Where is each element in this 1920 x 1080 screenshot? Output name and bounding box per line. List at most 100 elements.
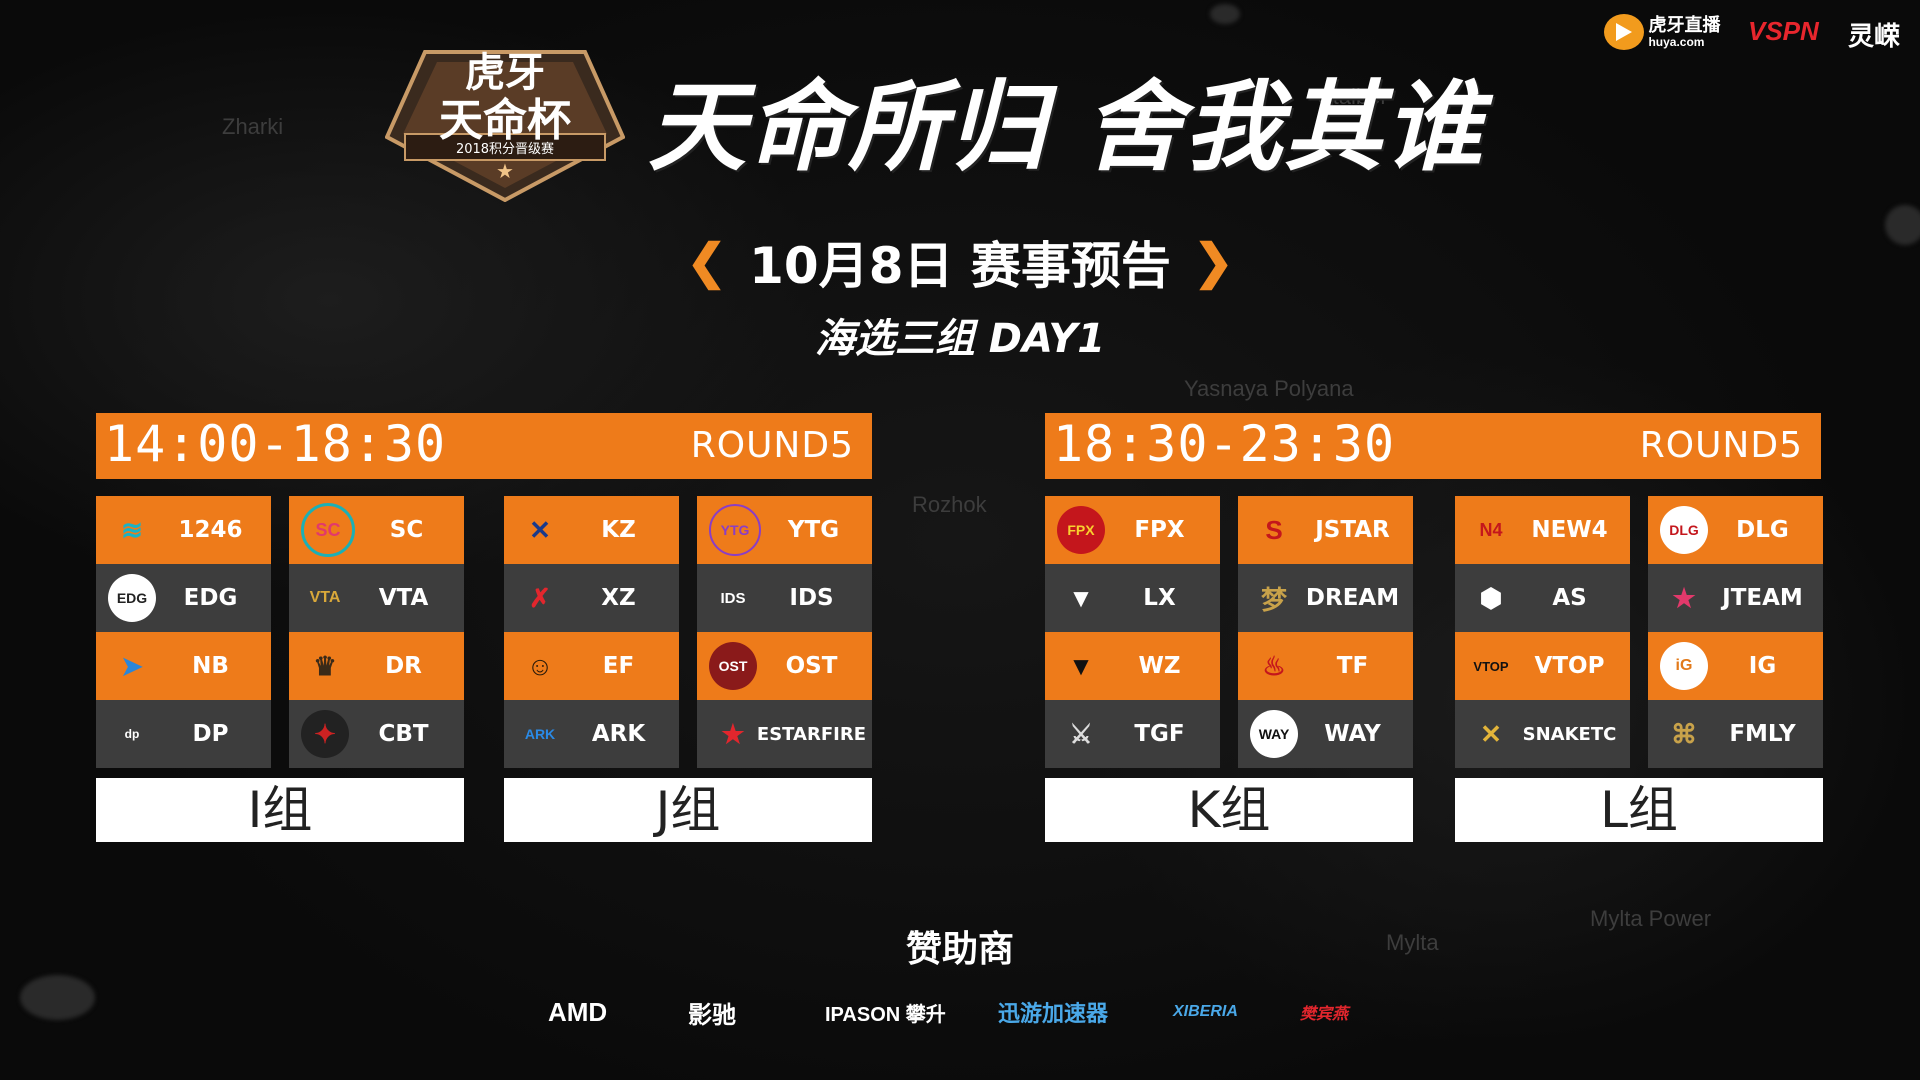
team-cell: ⌘FMLY <box>1648 700 1823 768</box>
estarfire-logo-icon: ★ <box>721 718 745 749</box>
logo-line1: 虎牙 <box>465 50 545 96</box>
team-name: IG <box>1748 653 1777 679</box>
ipason-logo: IPASON 攀升 <box>825 1003 946 1026</box>
team-cell: dp DP <box>96 700 271 768</box>
ytg-logo-icon: YTG <box>709 504 761 556</box>
xunyou-logo: 迅游加速器 <box>998 1001 1109 1026</box>
team-cell: SC SC <box>289 496 464 564</box>
wz-logo-icon: ▼ <box>1068 650 1094 681</box>
team-name: FMLY <box>1729 721 1796 747</box>
team-name: 1246 <box>178 517 243 543</box>
group-name: I组 <box>96 778 464 842</box>
team-name: IDS <box>789 585 834 611</box>
dp-logo-icon: dp <box>124 727 140 741</box>
team-name: VTA <box>378 585 429 611</box>
team-cell: ARK ARK <box>504 700 679 768</box>
team-name: LX <box>1143 585 1176 611</box>
chevron-right-icon: ❯ <box>1193 236 1234 289</box>
chevron-left-icon: ❮ <box>686 236 727 289</box>
tf-logo-icon: ♨ <box>1262 650 1286 681</box>
team-name: NB <box>192 653 229 679</box>
session-2: 18:30-23:30 ROUND5 <box>1045 413 1821 479</box>
team-name: AS <box>1552 585 1587 611</box>
session-time-bar: 18:30-23:30 ROUND5 <box>1045 413 1821 479</box>
debris-decoration <box>1210 4 1240 24</box>
team-column: ✕ KZ ✗XZ ☺EF ARK ARK <box>504 496 679 768</box>
vtop-logo-icon: VTOP <box>1473 658 1509 674</box>
lx-logo-icon: ▼ <box>1068 582 1094 613</box>
debris-decoration <box>20 975 95 1020</box>
team-cell: ➤ NB <box>96 632 271 700</box>
team-cell: WAY WAY <box>1238 700 1413 768</box>
new4-logo-icon: N4 <box>1479 519 1503 540</box>
session-time: 18:30-23:30 <box>1053 415 1396 473</box>
session-round: ROUND5 <box>690 425 854 466</box>
tgf-logo-icon: ⚔ <box>1069 718 1093 749</box>
sc-logo-icon: SC <box>301 503 355 557</box>
team-cell: ✕SNAKETC <box>1455 700 1630 768</box>
kz-logo-icon: ✕ <box>529 514 551 545</box>
team-name: CBT <box>378 721 429 747</box>
1246-logo-icon: ≋ <box>121 514 143 545</box>
map-label-mylta: Mylta <box>1386 930 1439 955</box>
team-cell: ♛DR <box>289 632 464 700</box>
team-name: VTOP <box>1534 653 1605 679</box>
team-name: DP <box>192 721 229 747</box>
team-name: WAY <box>1324 721 1381 747</box>
xiberia-logo: XIBERIA <box>1173 1003 1238 1020</box>
huya-brand-name: 虎牙直播 <box>1648 15 1721 35</box>
team-cell: ★ESTARFIRE <box>697 700 872 768</box>
team-name: KZ <box>601 517 636 543</box>
team-name: EDG <box>183 585 238 611</box>
xz-logo-icon: ✗ <box>529 582 551 613</box>
logo-line2: 天命杯 <box>439 95 571 146</box>
sponsors-title: 赞助商 <box>905 929 1014 970</box>
team-name: SNAKETC <box>1522 723 1617 745</box>
team-cell: YTG YTG <box>697 496 872 564</box>
team-cell: ☺EF <box>504 632 679 700</box>
team-name: WZ <box>1138 653 1181 679</box>
ark-logo-icon: ARK <box>524 726 556 742</box>
team-name: DLG <box>1736 517 1789 543</box>
session-round: ROUND5 <box>1639 425 1803 466</box>
team-name: OST <box>785 653 838 679</box>
svg-text:★: ★ <box>496 161 514 183</box>
session-1: 14:00-18:30 ROUND5 <box>96 413 872 479</box>
sponsor-6-logo: 樊宾燕 <box>1300 1006 1349 1023</box>
map-label-zharki: Zharki <box>222 114 284 139</box>
team-cell: ▼ WZ <box>1045 632 1220 700</box>
team-name: ARK <box>591 721 646 747</box>
team-name: DREAM <box>1305 585 1400 611</box>
team-cell: ✦CBT <box>289 700 464 768</box>
team-name: TGF <box>1134 721 1185 747</box>
way-logo-icon: WAY <box>1250 710 1298 758</box>
team-name: DR <box>385 653 422 679</box>
vspn-logo: VSPN <box>1748 16 1819 46</box>
map-label-rozhok: Rozhok <box>912 492 987 517</box>
team-name: YTG <box>787 517 840 543</box>
team-cell: ≋ 1246 <box>96 496 271 564</box>
team-name: TF <box>1336 653 1369 679</box>
jstar-logo-icon: S <box>1265 514 1283 545</box>
team-cell: VTOP VTOP <box>1455 632 1630 700</box>
session-time: 14:00-18:30 <box>104 415 447 473</box>
nb-logo-icon: ➤ <box>121 650 143 681</box>
team-name: SC <box>389 517 424 543</box>
team-cell: ⬢AS <box>1455 564 1630 632</box>
huya-logo-icon <box>1604 14 1644 50</box>
fpx-logo-icon: FPX <box>1057 506 1105 554</box>
team-cell: ✕ KZ <box>504 496 679 564</box>
team-cell: OST OST <box>697 632 872 700</box>
team-cell: ✗XZ <box>504 564 679 632</box>
jteam-logo-icon: ★ <box>1672 582 1696 613</box>
ef-logo-icon: ☺ <box>526 650 554 681</box>
ost-logo-icon: OST <box>709 642 757 690</box>
